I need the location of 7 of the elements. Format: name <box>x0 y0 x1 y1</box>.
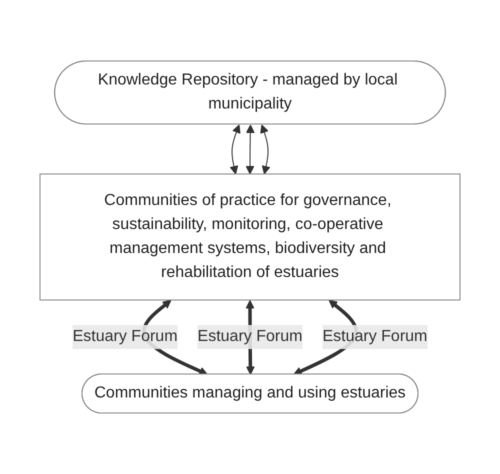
arrow <box>260 124 270 174</box>
arrow <box>230 124 240 174</box>
edge-label: Estuary Forum <box>72 328 178 345</box>
arrow <box>246 124 255 174</box>
edge-label: Estuary Forum <box>198 328 302 345</box>
node-box: Communities of practice for governance, sustainability, monitoring, co-operative management systems, biodiversity and rehabilitation of estuaries <box>40 174 460 300</box>
edge-label: Estuary Forum <box>322 328 428 345</box>
